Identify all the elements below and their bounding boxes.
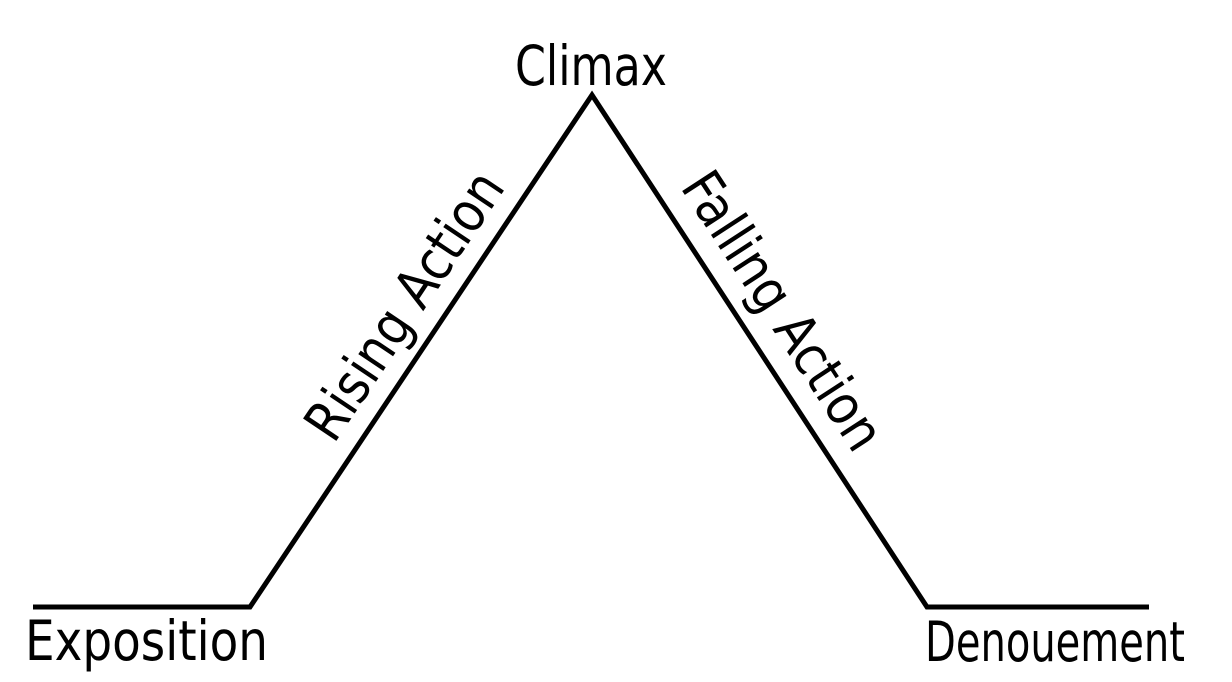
exposition-label: Exposition — [25, 609, 268, 673]
story-arc-line — [33, 90, 1149, 610]
denouement-label: Denouement — [925, 610, 1185, 674]
falling-action-label: Falling Action — [669, 159, 897, 462]
rising-action-label: Rising Action — [291, 159, 517, 452]
climax-label: Climax — [515, 34, 667, 98]
